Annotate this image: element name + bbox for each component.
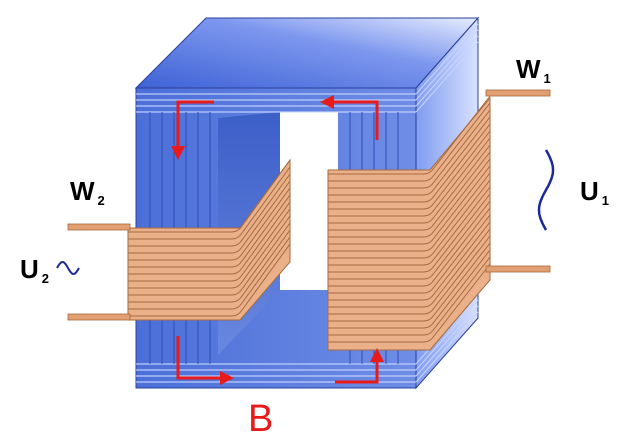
winding-turn [328, 179, 491, 259]
winding-turn [128, 215, 291, 289]
primary-winding [327, 89, 551, 351]
flux-arrow-head-up [370, 348, 384, 362]
flux-arrow-head-left [320, 95, 334, 109]
winding-turn [328, 158, 491, 238]
winding-turn [328, 214, 491, 294]
winding-turn [328, 137, 491, 217]
winding-turn [128, 194, 291, 268]
winding-turn [328, 102, 491, 182]
winding-turn [128, 180, 291, 254]
winding-turn [128, 236, 291, 310]
secondary-winding [67, 158, 291, 321]
flux-arrows [171, 95, 384, 385]
primary-lead-bottom [485, 265, 551, 273]
winding-turn [328, 172, 491, 252]
winding-turn [328, 109, 491, 189]
winding-turn [328, 221, 491, 301]
winding-turn [328, 130, 491, 210]
sine-wave-icon [56, 260, 80, 276]
winding-turn [328, 165, 491, 245]
flux-arrow-top-right [332, 100, 379, 140]
winding-turn [328, 263, 491, 343]
winding-turn [128, 159, 291, 233]
winding-turn [128, 201, 291, 275]
winding-turn [128, 229, 291, 303]
winding-turn [328, 95, 491, 175]
winding-turn [128, 208, 291, 282]
flux-arrow-bottom-left [176, 336, 222, 380]
top-yoke-laminations [136, 23, 479, 113]
winding-turn [328, 151, 491, 231]
winding-turn [328, 200, 491, 280]
primary-lead-top [485, 89, 551, 97]
secondary-lead-top [67, 223, 131, 231]
winding-turn [328, 144, 491, 224]
winding-turn [328, 207, 491, 287]
winding-turn [328, 249, 491, 329]
winding-turn [128, 166, 291, 240]
winding-turn [128, 187, 291, 261]
winding-turn [328, 123, 491, 203]
flux-arrow-head-down [171, 146, 185, 160]
winding-turn [328, 186, 491, 266]
flux-label: B [248, 398, 274, 440]
flux-arrow-bottom-right [335, 360, 379, 384]
winding-turn [328, 256, 491, 336]
winding-turn [328, 242, 491, 322]
sine-wave-icon [537, 149, 555, 231]
winding-turn [328, 228, 491, 308]
winding-turn [128, 173, 291, 247]
flux-arrow-top-left [176, 100, 214, 148]
winding-turn [328, 116, 491, 196]
winding-turn [328, 193, 491, 273]
winding-turn [328, 235, 491, 315]
winding-turn [128, 243, 291, 317]
flux-arrow-head-right [220, 371, 234, 385]
winding-turn [128, 222, 291, 296]
secondary-lead-bottom [67, 313, 131, 321]
